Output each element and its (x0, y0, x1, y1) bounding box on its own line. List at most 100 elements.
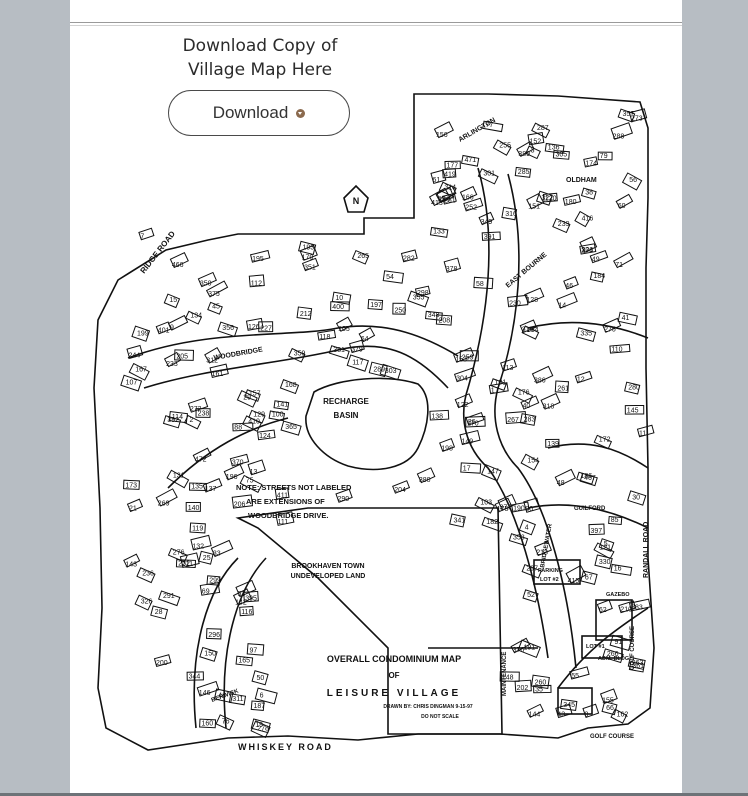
unit-lot-box (554, 380, 570, 394)
unit-lot-box (461, 154, 480, 167)
unit-number-label: 316 (505, 211, 517, 218)
unit-number-label: 244 (129, 352, 141, 359)
unit-lot-box (167, 314, 189, 331)
page-heading: Download Copy of Village Map Here (160, 34, 360, 82)
unit-number-label: 152 (530, 138, 542, 145)
unit-lot-box (554, 468, 576, 487)
unit-lot-box (429, 409, 450, 421)
unit-number-label: 17 (463, 466, 471, 473)
unit-lot-box (522, 589, 539, 603)
unit-number-label: 119 (192, 526, 203, 533)
unit-number-label: 269 (158, 501, 170, 508)
unit-number-label: 190 (513, 506, 525, 513)
unit-lot-box (608, 515, 623, 526)
unit-lot-box (629, 598, 651, 612)
unit-number-label: 413 (431, 200, 443, 207)
unit-number-label: 10 (335, 295, 343, 302)
unit-lot-box (186, 671, 204, 681)
unit-lot-box (174, 349, 195, 361)
unit-number-label: 199 (137, 331, 149, 338)
unit-number-label: 297 (526, 566, 538, 573)
unit-lot-box (562, 194, 582, 206)
unit-number-label: 236 (142, 571, 154, 578)
unit-number-label: 143 (125, 561, 137, 568)
unit-lot-box (251, 670, 269, 686)
unit-lot-box (601, 317, 622, 333)
unit-number-label: 11 (639, 431, 646, 438)
unit-number-label: 361 (632, 663, 644, 670)
undeveloped-land-boundary (235, 507, 503, 735)
unit-lot-box (636, 424, 655, 438)
unit-lot-box (545, 438, 560, 448)
unit-lot-box (328, 345, 350, 360)
unit-number-label: 146 (199, 690, 211, 697)
unit-number-label: 466 (172, 262, 184, 269)
unit-number-label: 290 (338, 496, 350, 503)
unit-number-label: 3 (531, 148, 535, 155)
maintenance-label: MAINTENANCE (502, 652, 508, 696)
unit-number-label: 134 (190, 312, 202, 319)
unit-lot-box (150, 605, 169, 620)
unit-number-label: 151 (528, 203, 540, 210)
unit-lot-box (167, 547, 188, 563)
street-whiskey-road: WHISKEY ROAD (238, 742, 333, 752)
unit-number-label: 213 (536, 550, 548, 557)
unit-number-label: 314 (444, 185, 456, 192)
unit-lot-box (250, 718, 271, 734)
unit-number-label: 227 (260, 325, 272, 332)
unit-number-label: 167 (135, 367, 147, 374)
unit-lot-box (210, 539, 234, 558)
unit-number-label: 148 (502, 675, 514, 682)
unit-lot-box (274, 487, 290, 500)
unit-number-label: 255 (499, 142, 511, 149)
unit-number-label: 150 (204, 651, 216, 658)
unit-number-label: 128 (526, 297, 538, 304)
unit-lot-box (198, 550, 214, 565)
unit-number-label: 208 (439, 318, 451, 325)
unit-lot-box (197, 271, 217, 288)
unit-number-label: 200 (156, 660, 168, 667)
unit-lot-box (463, 197, 484, 212)
unit-lot-box (392, 302, 406, 315)
unit-number-label: 38 (585, 189, 593, 196)
unit-number-label: 62 (599, 607, 607, 614)
unit-number-label: 272 (190, 406, 202, 413)
street-golf-course: GOLF COURSE (630, 626, 636, 670)
unit-lot-box (204, 347, 223, 364)
unit-lot-box (296, 306, 313, 320)
unit-lot-box (527, 131, 545, 146)
unit-number-label: 161 (212, 371, 224, 378)
unit-lot-box (582, 703, 600, 719)
unit-lot-box (598, 538, 615, 552)
unit-lot-box (530, 674, 550, 689)
unit-number-label: 186 (581, 473, 593, 480)
unit-lot-box (574, 210, 592, 228)
unit-number-label: 107 (126, 379, 138, 386)
unit-number-label: 265 (357, 253, 369, 260)
unit-number-label: 12 (577, 377, 585, 384)
street-oldham: OLDHAM (566, 177, 597, 184)
unit-number-label: 25 (203, 555, 211, 562)
unit-number-label: 111 (278, 519, 289, 526)
unit-lot-box (514, 679, 532, 693)
unit-lot-box (542, 192, 558, 203)
unit-number-label: 105 (338, 326, 350, 333)
unit-lot-box (134, 594, 153, 611)
unit-number-label: 36 (468, 419, 476, 426)
unit-lot-box (576, 471, 595, 485)
unit-lot-box (609, 634, 632, 652)
unit-number-label: 193 (303, 245, 315, 252)
unit-lot-box (453, 347, 475, 363)
unit-lot-box (254, 687, 278, 705)
note-line-3: WOODBRIDGE DRIVE. (248, 511, 328, 520)
unit-number-label: 378 (446, 266, 458, 273)
download-button[interactable]: Download (168, 90, 350, 136)
unit-number-label: 305 (556, 152, 568, 159)
unit-lot-box (268, 410, 286, 422)
unit-lot-box (583, 156, 599, 168)
unit-lot-box (288, 347, 306, 363)
unit-lot-box (248, 409, 266, 424)
unit-number-label: 154 (527, 458, 539, 465)
bottom-border (0, 793, 748, 796)
unit-number-label: 180 (565, 199, 577, 206)
